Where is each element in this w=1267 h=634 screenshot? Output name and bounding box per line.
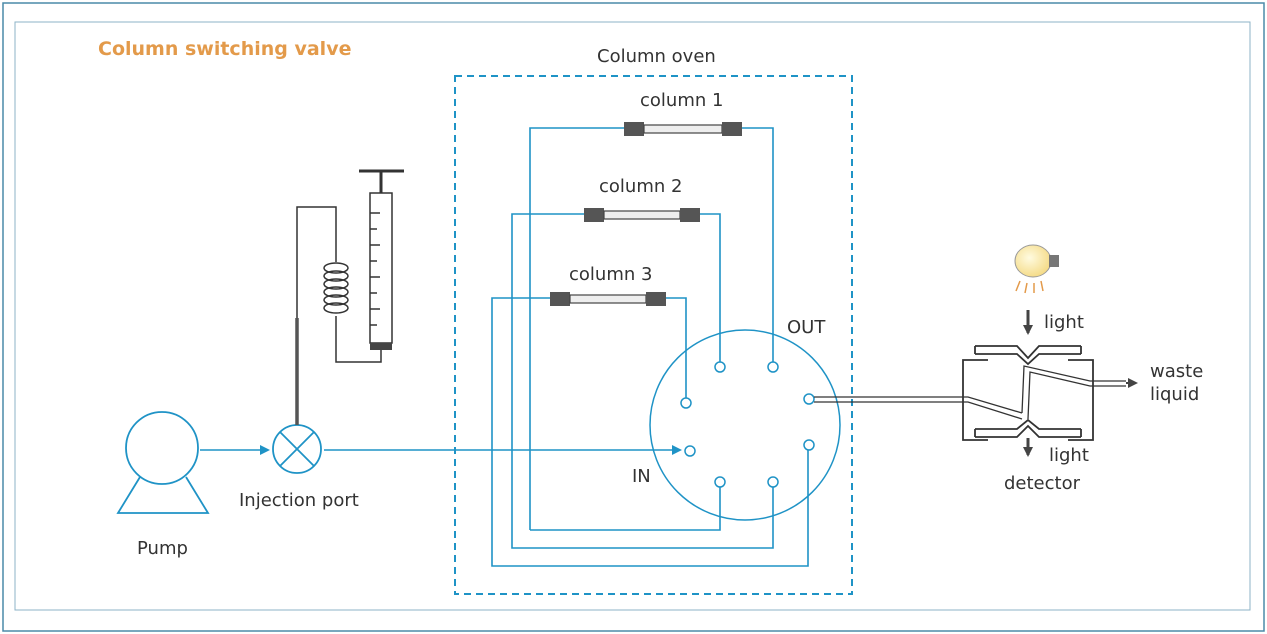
syringe-assembly bbox=[295, 206, 382, 425]
column-cap bbox=[680, 208, 700, 222]
pipes bbox=[200, 127, 809, 567]
column-1-label: column 1 bbox=[640, 90, 723, 111]
cell-top-window-inner bbox=[975, 353, 1081, 366]
coil-loop bbox=[323, 286, 349, 298]
column-cap bbox=[550, 292, 570, 306]
waste-label-line1: waste bbox=[1150, 361, 1203, 382]
detector-tubing bbox=[814, 365, 1126, 420]
cell-top-window bbox=[975, 345, 1081, 360]
coil-loop bbox=[323, 302, 349, 314]
pipe-col3-in bbox=[491, 297, 809, 567]
port bbox=[714, 476, 726, 488]
syringe-icon bbox=[359, 169, 404, 350]
column-2: column 2 bbox=[584, 176, 700, 222]
tube-exit-bottom bbox=[1027, 371, 1126, 420]
column-tube bbox=[603, 210, 681, 220]
column-oven-label: Column oven bbox=[597, 46, 716, 67]
cell-left-wall bbox=[962, 359, 988, 441]
pipe-col1-out bbox=[742, 127, 774, 362]
tube-outer-top bbox=[814, 396, 1023, 414]
pipe-col2-in bbox=[511, 213, 774, 549]
detector-cell-icon bbox=[962, 345, 1094, 441]
coil-loop bbox=[323, 262, 349, 274]
column-cap bbox=[584, 208, 604, 222]
injection-port-label: Injection port bbox=[239, 490, 359, 511]
pipe-col1-left bbox=[529, 127, 624, 530]
needle-tube bbox=[296, 206, 337, 318]
bulb-glass bbox=[1014, 244, 1052, 278]
column-cap bbox=[624, 122, 644, 136]
pump-icon bbox=[116, 411, 210, 514]
column-2-label: column 2 bbox=[599, 176, 682, 197]
detector-label: detector bbox=[1004, 473, 1081, 494]
column-oven-box bbox=[454, 75, 853, 595]
coil-to-syringe bbox=[335, 316, 382, 363]
port bbox=[714, 361, 726, 373]
coil-loop bbox=[323, 278, 349, 290]
injection-valve-cross bbox=[279, 431, 315, 467]
light-top-label: light bbox=[1044, 312, 1084, 333]
column-3-label: column 3 bbox=[569, 264, 652, 285]
port bbox=[803, 393, 815, 405]
port bbox=[767, 476, 779, 488]
pump-label: Pump bbox=[137, 538, 188, 559]
light-ray bbox=[1040, 280, 1044, 292]
port bbox=[684, 445, 696, 457]
coil-icon bbox=[323, 262, 349, 314]
column-3: column 3 bbox=[550, 264, 666, 306]
column-1: column 1 bbox=[624, 90, 742, 136]
pump-stand bbox=[116, 476, 210, 514]
valve-ports bbox=[680, 361, 815, 488]
light-ray bbox=[1015, 280, 1021, 292]
port bbox=[680, 397, 692, 409]
column-cap bbox=[722, 122, 742, 136]
light-bottom-label: light bbox=[1049, 445, 1089, 466]
pipe-col3-out bbox=[666, 297, 687, 398]
coil-loop bbox=[323, 270, 349, 282]
diagram-title: Column switching valve bbox=[98, 38, 351, 60]
port bbox=[803, 439, 815, 451]
coil-loop bbox=[323, 294, 349, 306]
tube-exit-top bbox=[1021, 365, 1126, 414]
switching-valve bbox=[649, 329, 841, 521]
pipe-col1-in bbox=[530, 485, 721, 531]
port bbox=[767, 361, 779, 373]
injection-valve-icon bbox=[272, 424, 322, 474]
column-tube bbox=[643, 124, 723, 134]
cell-bottom-window-inner bbox=[975, 418, 1081, 430]
syringe-barrel bbox=[369, 192, 393, 344]
valve-out-label: OUT bbox=[787, 317, 826, 338]
inner-frame bbox=[14, 21, 1251, 611]
light-ray bbox=[1024, 282, 1028, 294]
bulb-icon bbox=[1014, 244, 1059, 294]
pipe-col2-out bbox=[700, 213, 721, 362]
waste-label-line2: liquid bbox=[1150, 384, 1199, 405]
column-tube bbox=[569, 294, 647, 304]
cell-bottom-window bbox=[975, 424, 1081, 438]
bulb-base bbox=[1049, 255, 1059, 267]
cell-right-wall bbox=[1068, 359, 1094, 441]
tube-outer-bottom bbox=[814, 401, 1023, 420]
valve-in-label: IN bbox=[632, 466, 651, 487]
column-cap bbox=[646, 292, 666, 306]
syringe-tip bbox=[370, 343, 392, 350]
pump-body bbox=[125, 411, 199, 485]
